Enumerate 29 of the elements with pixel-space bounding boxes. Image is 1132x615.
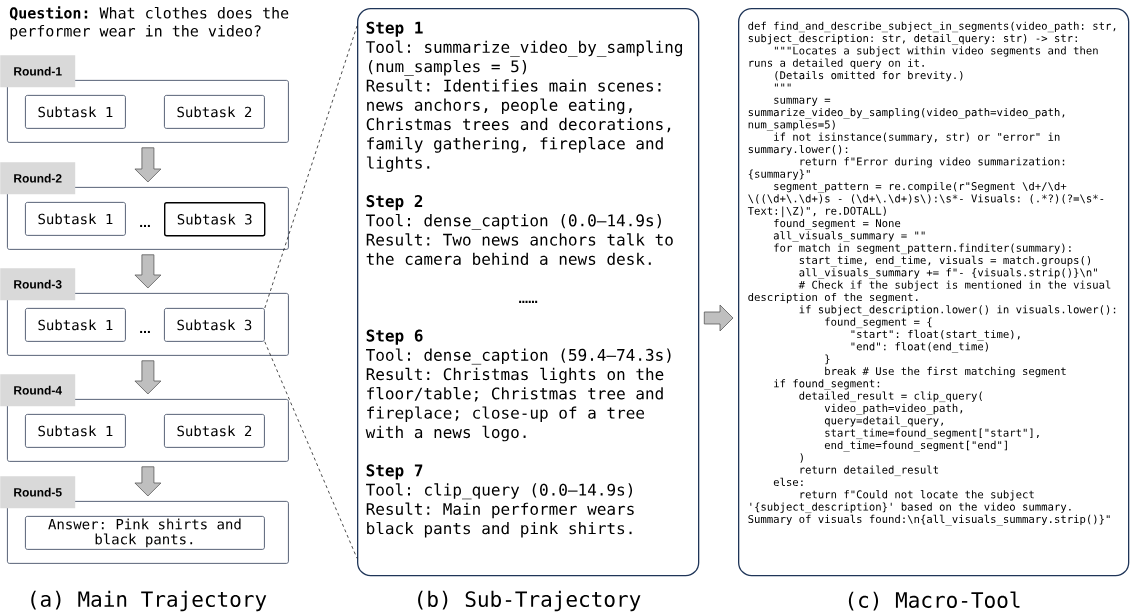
- node-label: Round-4: [14, 385, 62, 395]
- block-arrow: [134, 147, 162, 183]
- subtask-box: Subtask 3: [164, 202, 266, 237]
- subtask-box: Subtask 1: [25, 202, 126, 236]
- subtask-box: Subtask 2: [164, 414, 265, 448]
- node-label: Round-3: [14, 279, 62, 289]
- subtask-box: Subtask 1: [25, 414, 126, 448]
- subtask-box: Subtask 1: [25, 308, 126, 342]
- subfigure-caption: (b) Sub-Trajectory: [418, 590, 641, 612]
- code-panel: def find_and_describe_subject_in_segments(video_path: str, subject_description: str, detail_query: str) -> str: """Locates a subject within video segments and then runs a detailed query on it. (Details omitted for brevity.) """ summary = summarize_video_by_sampling(video_path=video_path, num_samples=5) if not isinstance(summary, str) or "error" in summary.lower(): return f"Error during video summarization: {summary}" segment_pattern = re.compile(r"Segment \d+/\d+ \((\d+\.\d+)s - (\d+\.\d+)s\):\s*- Visuals: (. *?)(?=\s *- Text:|\Z)", re.DOTALL) found_segment = None all_visuals_summary = "" for match in segment_pattern.finditer(summary): start_time, end_time, visuals = match.groups() all_visuals_summary += f"- {visuals.strip()}\n" # Check if the subject is mentioned in the visual description of the segment. if subject_description.lower() in visuals.lower(): found_segment = { "start": float(start_time), "end": float(end_time) } break # Use the first matching segment if found_segment: detailed_result = clip_query( video_path=video_path, query=detail_query, start_time=found_segment["start"], end_time=found_segment["end"] ) return detailed_result else: return f"Could not locate the subject '{subject_description}' based on the video summary. Summary of visuals found:\n{all_visuals_summary.strip()}": [738, 8, 1130, 577]
- subtask-box: Subtask 3: [164, 308, 265, 342]
- question-text: Question: What clothes does the performer wear in the video?: [9, 6, 289, 40]
- block-arrow: [703, 304, 734, 332]
- ellipsis: ...: [140, 330, 150, 334]
- subfigure-caption: (c) Macro-Tool: [848, 591, 1020, 611]
- block-arrow: [134, 466, 162, 497]
- subfigure-caption: (a) Main Trajectory: [31, 590, 267, 612]
- step-list-panel: Step 1 Tool: summarize_video_by_sampling (num_samples = 5) Result: Identifies main scenes: news anchors, people eating, Christmas trees and decorations, family gathering, fireplace and lights. Step 2 Tool: dense_caption (0.0–14.9s) Result: Two news anchors talk to the camera behind a news desk. …… Step 6 Tool: dense_caption (59.4–74.3s) Result: Christmas lights on the floor/table; Christmas tree and fireplace; close-up of a tree with a news logo. Step 7 Tool: clip_query (0.0–14.9s) Result: Main performer wears black pants and pink shirts.: [357, 8, 700, 577]
- node-label: Round-2: [14, 173, 62, 183]
- block-arrow: [134, 254, 162, 289]
- subtask-box: Subtask 1: [25, 95, 126, 129]
- subtask-box: Subtask 2: [164, 95, 265, 129]
- zoom-line: [264, 341, 358, 559]
- subtask-box: Answer: Pink shirts and black pants.: [25, 516, 265, 550]
- ellipsis: ...: [140, 224, 150, 228]
- block-arrow: [134, 360, 162, 395]
- node-label: Round-1: [14, 66, 62, 76]
- node-label: Round-5: [14, 487, 62, 497]
- zoom-line: [264, 25, 358, 309]
